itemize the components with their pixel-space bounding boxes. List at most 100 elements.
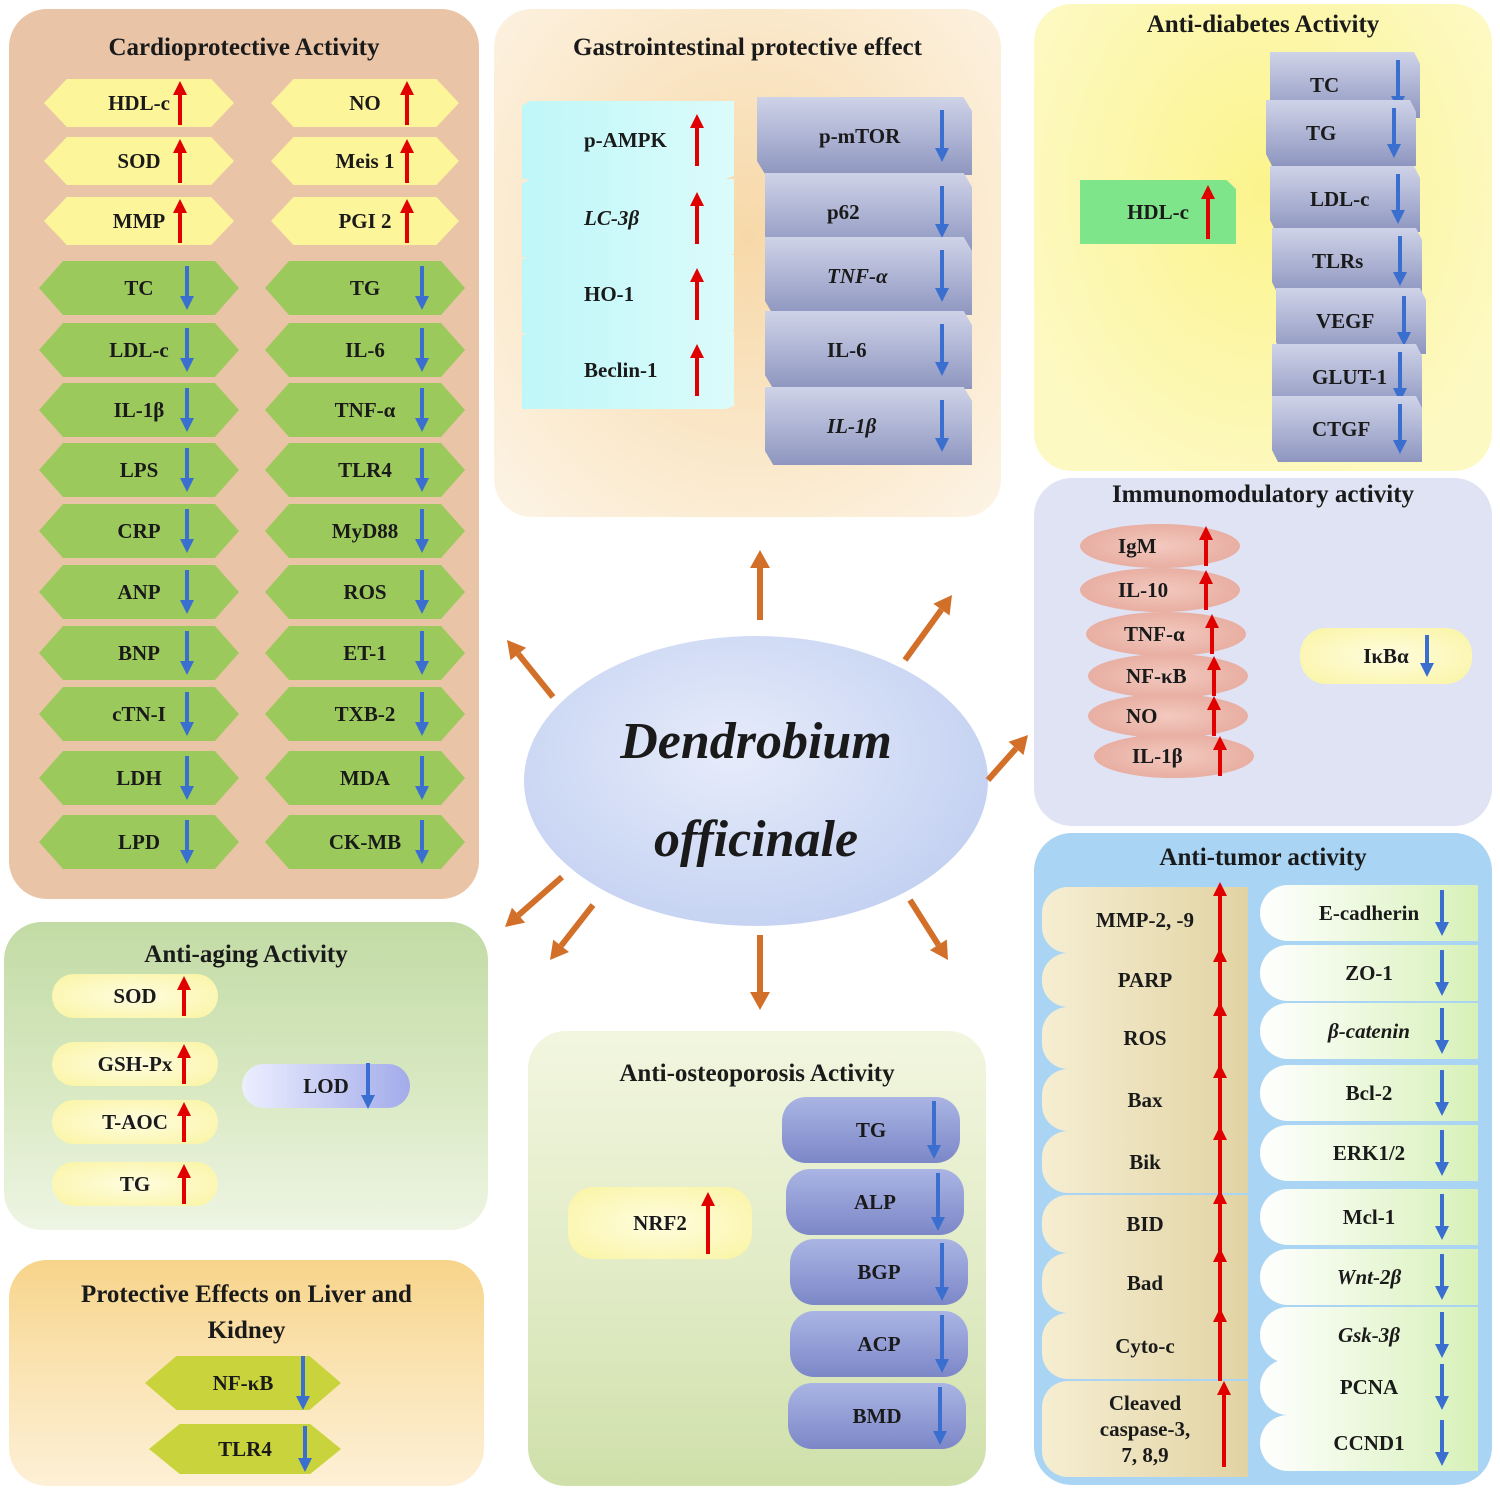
- up-arrow-icon: [399, 199, 415, 243]
- cardio-down-label: TLR4: [338, 457, 392, 482]
- liver-kidney-panel: Protective Effects on Liver and Kidney N…: [9, 1260, 484, 1486]
- immuno-down-label: IκBα: [1363, 643, 1409, 668]
- gastro-down-box: p-mTOR: [757, 97, 972, 175]
- radiate-arrow-shaft: [902, 607, 944, 662]
- liver-down-label: NF-κB: [212, 1370, 274, 1395]
- up-arrow-icon: [700, 1192, 716, 1254]
- up-arrow-icon: [1204, 614, 1220, 654]
- up-arrow-icon: [1212, 1190, 1228, 1258]
- radiate-arrow-head-icon: [1008, 735, 1028, 756]
- cardio-down-box: TG: [265, 261, 465, 315]
- tumor-up-label: MMP-2, -9: [1096, 907, 1194, 932]
- down-arrow-icon: [295, 1356, 311, 1410]
- immuno-up-box: IL-10: [1080, 568, 1240, 612]
- cardio-up-label: PGI 2: [338, 208, 392, 233]
- liver-down-label: TLR4: [218, 1436, 272, 1461]
- cardio-down-label: TNF-α: [334, 397, 396, 422]
- gastrointestinal-title: Gastrointestinal protective effect: [573, 34, 922, 61]
- osteo-down-label: BGP: [857, 1259, 901, 1284]
- diabetes-down-label: VEGF: [1316, 308, 1375, 333]
- cardio-down-box: CK-MB: [265, 815, 465, 869]
- down-arrow-icon: [414, 631, 430, 675]
- tumor-down-label: PCNA: [1339, 1374, 1399, 1399]
- down-arrow-icon: [1434, 1070, 1450, 1116]
- aging-up-box: SOD: [52, 974, 218, 1018]
- down-arrow-icon: [1434, 1312, 1450, 1358]
- immuno-up-box: TNF-α: [1086, 612, 1246, 656]
- aging-up-box: TG: [52, 1162, 218, 1206]
- gastro-down-label: TNF-α: [827, 263, 888, 288]
- down-arrow-icon: [179, 820, 195, 864]
- aging-up-label: GSH-Px: [97, 1051, 173, 1076]
- cardio-down-label: MyD88: [331, 518, 399, 543]
- gastro-up-label: Beclin-1: [584, 357, 658, 382]
- down-arrow-icon: [1434, 1130, 1450, 1176]
- down-arrow-icon: [179, 692, 195, 736]
- tumor-down-label: Gsk-3β: [1337, 1322, 1401, 1347]
- cardio-down-label: LDH: [116, 765, 162, 790]
- cardio-down-box: LDH: [39, 751, 239, 805]
- aging-up-box: T-AOC: [52, 1100, 218, 1144]
- down-arrow-icon: [934, 250, 950, 302]
- up-arrow-icon: [1212, 1126, 1228, 1198]
- radiate-arrow-head-icon: [929, 939, 948, 960]
- cardio-down-label: IL-6: [345, 337, 385, 362]
- tumor-up-label: Bax: [1127, 1087, 1163, 1112]
- radiate-arrow-head-icon: [933, 595, 952, 616]
- down-arrow-icon: [1434, 950, 1450, 996]
- down-arrow-icon: [1390, 60, 1406, 110]
- up-arrow-icon: [1212, 948, 1228, 1012]
- liver-kidney-title-line1: Protective Effects on Liver and: [81, 1281, 412, 1308]
- cardio-down-label: TG: [349, 275, 381, 300]
- up-arrow-icon: [689, 114, 705, 166]
- osteo-down-label: ALP: [854, 1189, 896, 1214]
- cardio-down-box: LPD: [39, 815, 239, 869]
- immuno-up-label: IL-1β: [1132, 743, 1183, 768]
- osteo-down-box: ACP: [790, 1311, 968, 1377]
- gastro-down-box: TNF-α: [765, 237, 972, 315]
- cardioprotective-title: Cardioprotective Activity: [108, 34, 380, 61]
- aging-down-box: LOD: [242, 1064, 410, 1108]
- radiate-arrow-shaft: [907, 898, 941, 947]
- diabetes-down-box: CTGF: [1272, 396, 1422, 462]
- radiate-arrow-head-icon: [550, 939, 569, 960]
- down-arrow-icon: [179, 631, 195, 675]
- aging-up-label: SOD: [113, 983, 157, 1008]
- gastro-down-box: IL-6: [765, 311, 972, 389]
- tumor-up-box: MMP-2, -9: [1042, 887, 1248, 953]
- tumor-up-label: Cyto-c: [1115, 1333, 1175, 1358]
- tumor-down-label: Mcl-1: [1342, 1204, 1396, 1229]
- radiate-arrow-head-icon: [507, 640, 527, 661]
- anti-diabetes-title: Anti-diabetes Activity: [1146, 11, 1380, 38]
- cardio-down-label: LPD: [118, 829, 160, 854]
- tumor-cleaved-line: 7, 8,9: [1121, 1443, 1169, 1468]
- up-arrow-icon: [1212, 882, 1228, 958]
- cardio-down-box: BNP: [39, 626, 239, 680]
- down-arrow-icon: [360, 1063, 376, 1109]
- tumor-down-label: ERK1/2: [1332, 1140, 1406, 1165]
- tumor-cleaved-line: Cleaved: [1108, 1390, 1182, 1415]
- down-arrow-icon: [934, 1243, 950, 1301]
- down-arrow-icon: [414, 692, 430, 736]
- down-arrow-icon: [179, 388, 195, 432]
- cardio-down-box: CRP: [39, 504, 239, 558]
- gastro-down-label: p-mTOR: [819, 123, 901, 148]
- up-arrow-icon: [172, 139, 188, 183]
- tumor-down-label: Bcl-2: [1345, 1080, 1393, 1105]
- down-arrow-icon: [179, 266, 195, 310]
- tumor-cleaved-line: caspase-3,: [1099, 1416, 1191, 1441]
- down-arrow-icon: [1386, 108, 1402, 158]
- down-arrow-icon: [1434, 890, 1450, 936]
- cardio-up-box: MMP: [44, 197, 234, 245]
- down-arrow-icon: [1434, 1008, 1450, 1054]
- center-title-line2: officinale: [653, 811, 859, 868]
- diabetes-up-label: HDL-c: [1127, 199, 1189, 224]
- aging-up-label: TG: [119, 1171, 151, 1196]
- up-arrow-icon: [172, 81, 188, 125]
- tumor-up-box: Bik: [1042, 1131, 1248, 1193]
- down-arrow-icon: [1419, 635, 1435, 677]
